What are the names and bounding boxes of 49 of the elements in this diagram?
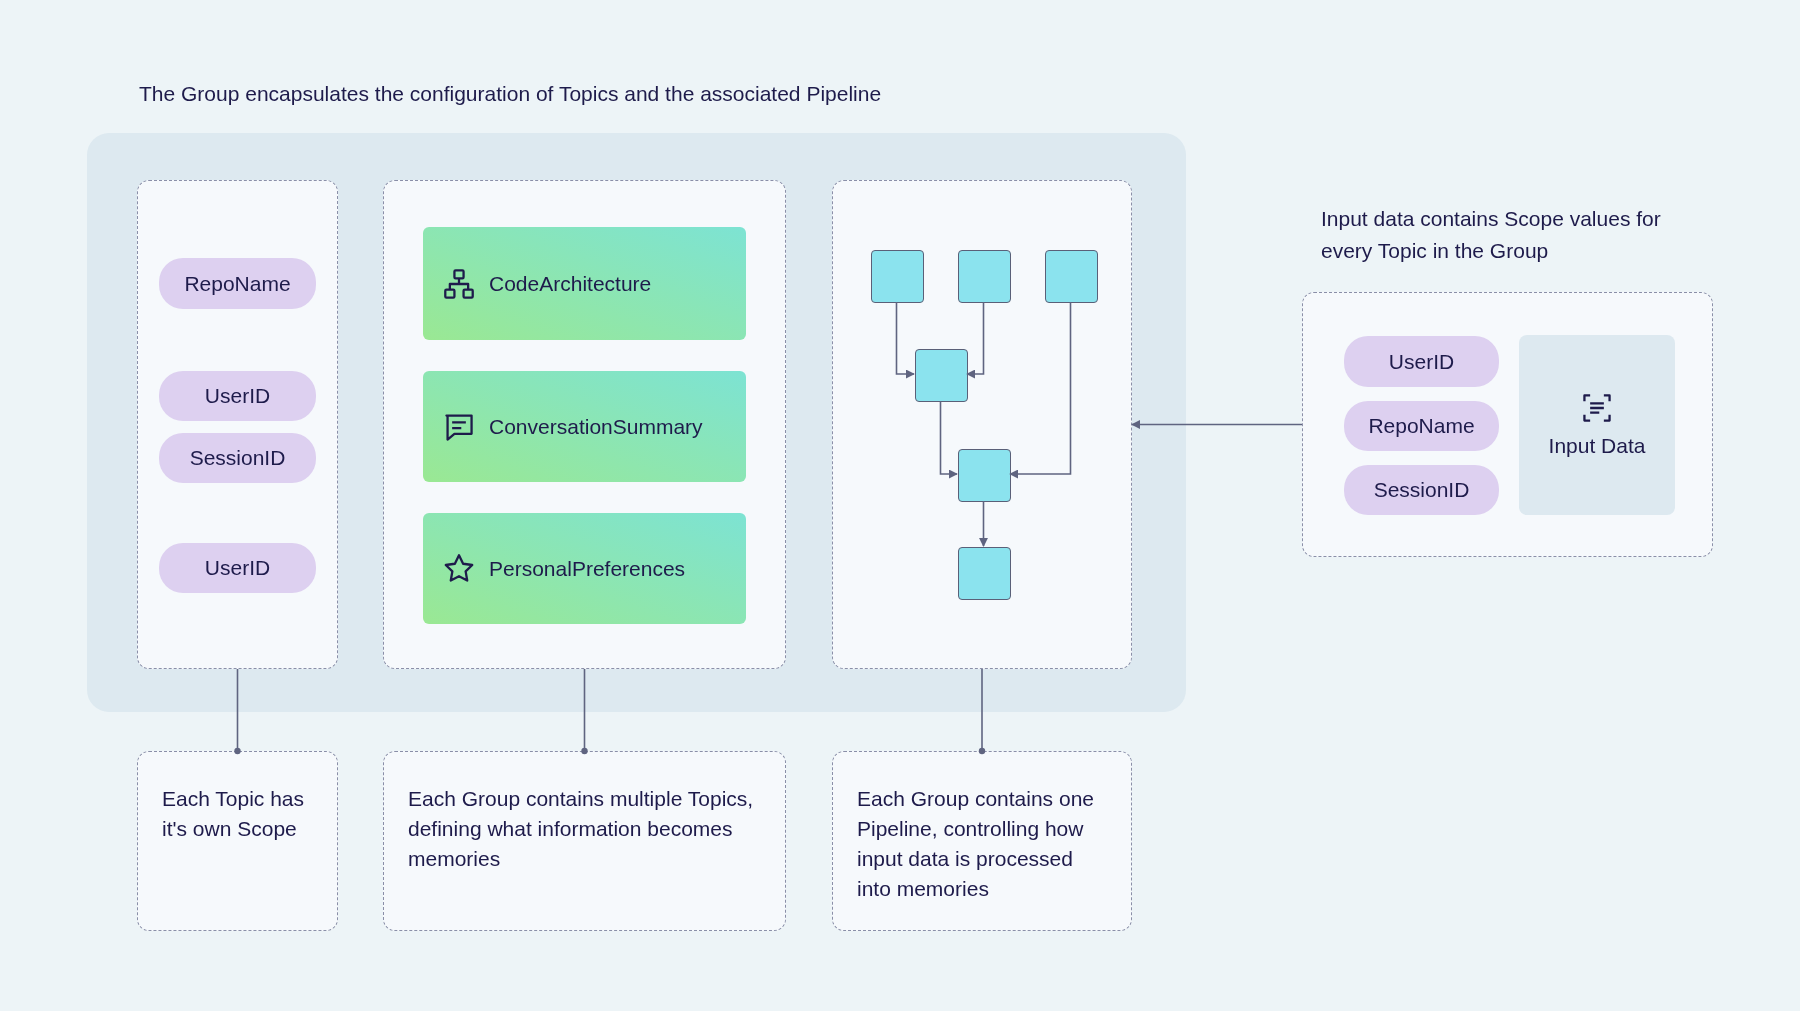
- scope-tag: [159, 543, 316, 593]
- scope-tag: [159, 371, 316, 421]
- arrow: [895, 301, 915, 379]
- topic-card: [423, 227, 746, 340]
- pipeline-step: [958, 250, 1011, 303]
- dashed-panel: [832, 180, 1132, 669]
- dashed-panel: [383, 180, 786, 669]
- dot-connector: [234, 668, 241, 755]
- input-data-card: [1519, 335, 1675, 515]
- arrow: [1131, 420, 1303, 429]
- arrow: [979, 500, 988, 547]
- dot-connector: [581, 668, 588, 755]
- note-panel: [137, 751, 338, 931]
- note-panel: [383, 751, 786, 931]
- card-label: Input Data: [1548, 434, 1646, 458]
- topic-label: PersonalPreferences: [489, 556, 686, 581]
- note-text: Each Group contains one Pipeline, controlling how input data is processed into memories: [857, 786, 1095, 902]
- scope-tag: [1344, 465, 1499, 515]
- tag-label: UserID: [204, 384, 271, 408]
- pipeline-step: [871, 250, 924, 303]
- pipeline-step: [1045, 250, 1098, 303]
- tag-label: RepoName: [1368, 414, 1475, 438]
- scope-tag: [159, 433, 316, 483]
- arrow: [966, 301, 985, 379]
- group-panel: [87, 133, 1186, 712]
- dot-connector: [978, 668, 986, 755]
- topic-label: CodeArchitecture: [489, 271, 652, 296]
- note-text: Each Group contains multiple Topics, defining what information becomes memories: [408, 786, 755, 872]
- panel-heading: Input data contains Scope values for every Topic in the Group: [1321, 206, 1662, 264]
- tag-label: UserID: [1388, 349, 1455, 374]
- note-text: Each Topic has it's own Scope: [162, 786, 306, 842]
- arrow: [1009, 301, 1072, 479]
- topic-label: ConversationSummary: [489, 414, 703, 439]
- dashed-panel: [137, 180, 338, 669]
- scope-tag: [1344, 401, 1499, 451]
- diagram-title: The Group encapsulates the configuration of Topics and the associated Pipeline: [139, 82, 882, 106]
- topic-card: [423, 513, 746, 624]
- topic-card: [423, 371, 746, 482]
- tag-label: SessionID: [189, 446, 286, 470]
- tag-label: SessionID: [1373, 478, 1470, 502]
- pipeline-step: [958, 547, 1011, 600]
- tag-label: RepoName: [184, 271, 291, 296]
- tag-label: UserID: [204, 556, 271, 580]
- scope-tag: [1344, 336, 1499, 387]
- pipeline-step: [915, 349, 968, 402]
- pipeline-step: [958, 449, 1011, 502]
- note-panel: [832, 751, 1132, 931]
- arrow: [939, 400, 958, 479]
- scope-tag: [159, 258, 316, 309]
